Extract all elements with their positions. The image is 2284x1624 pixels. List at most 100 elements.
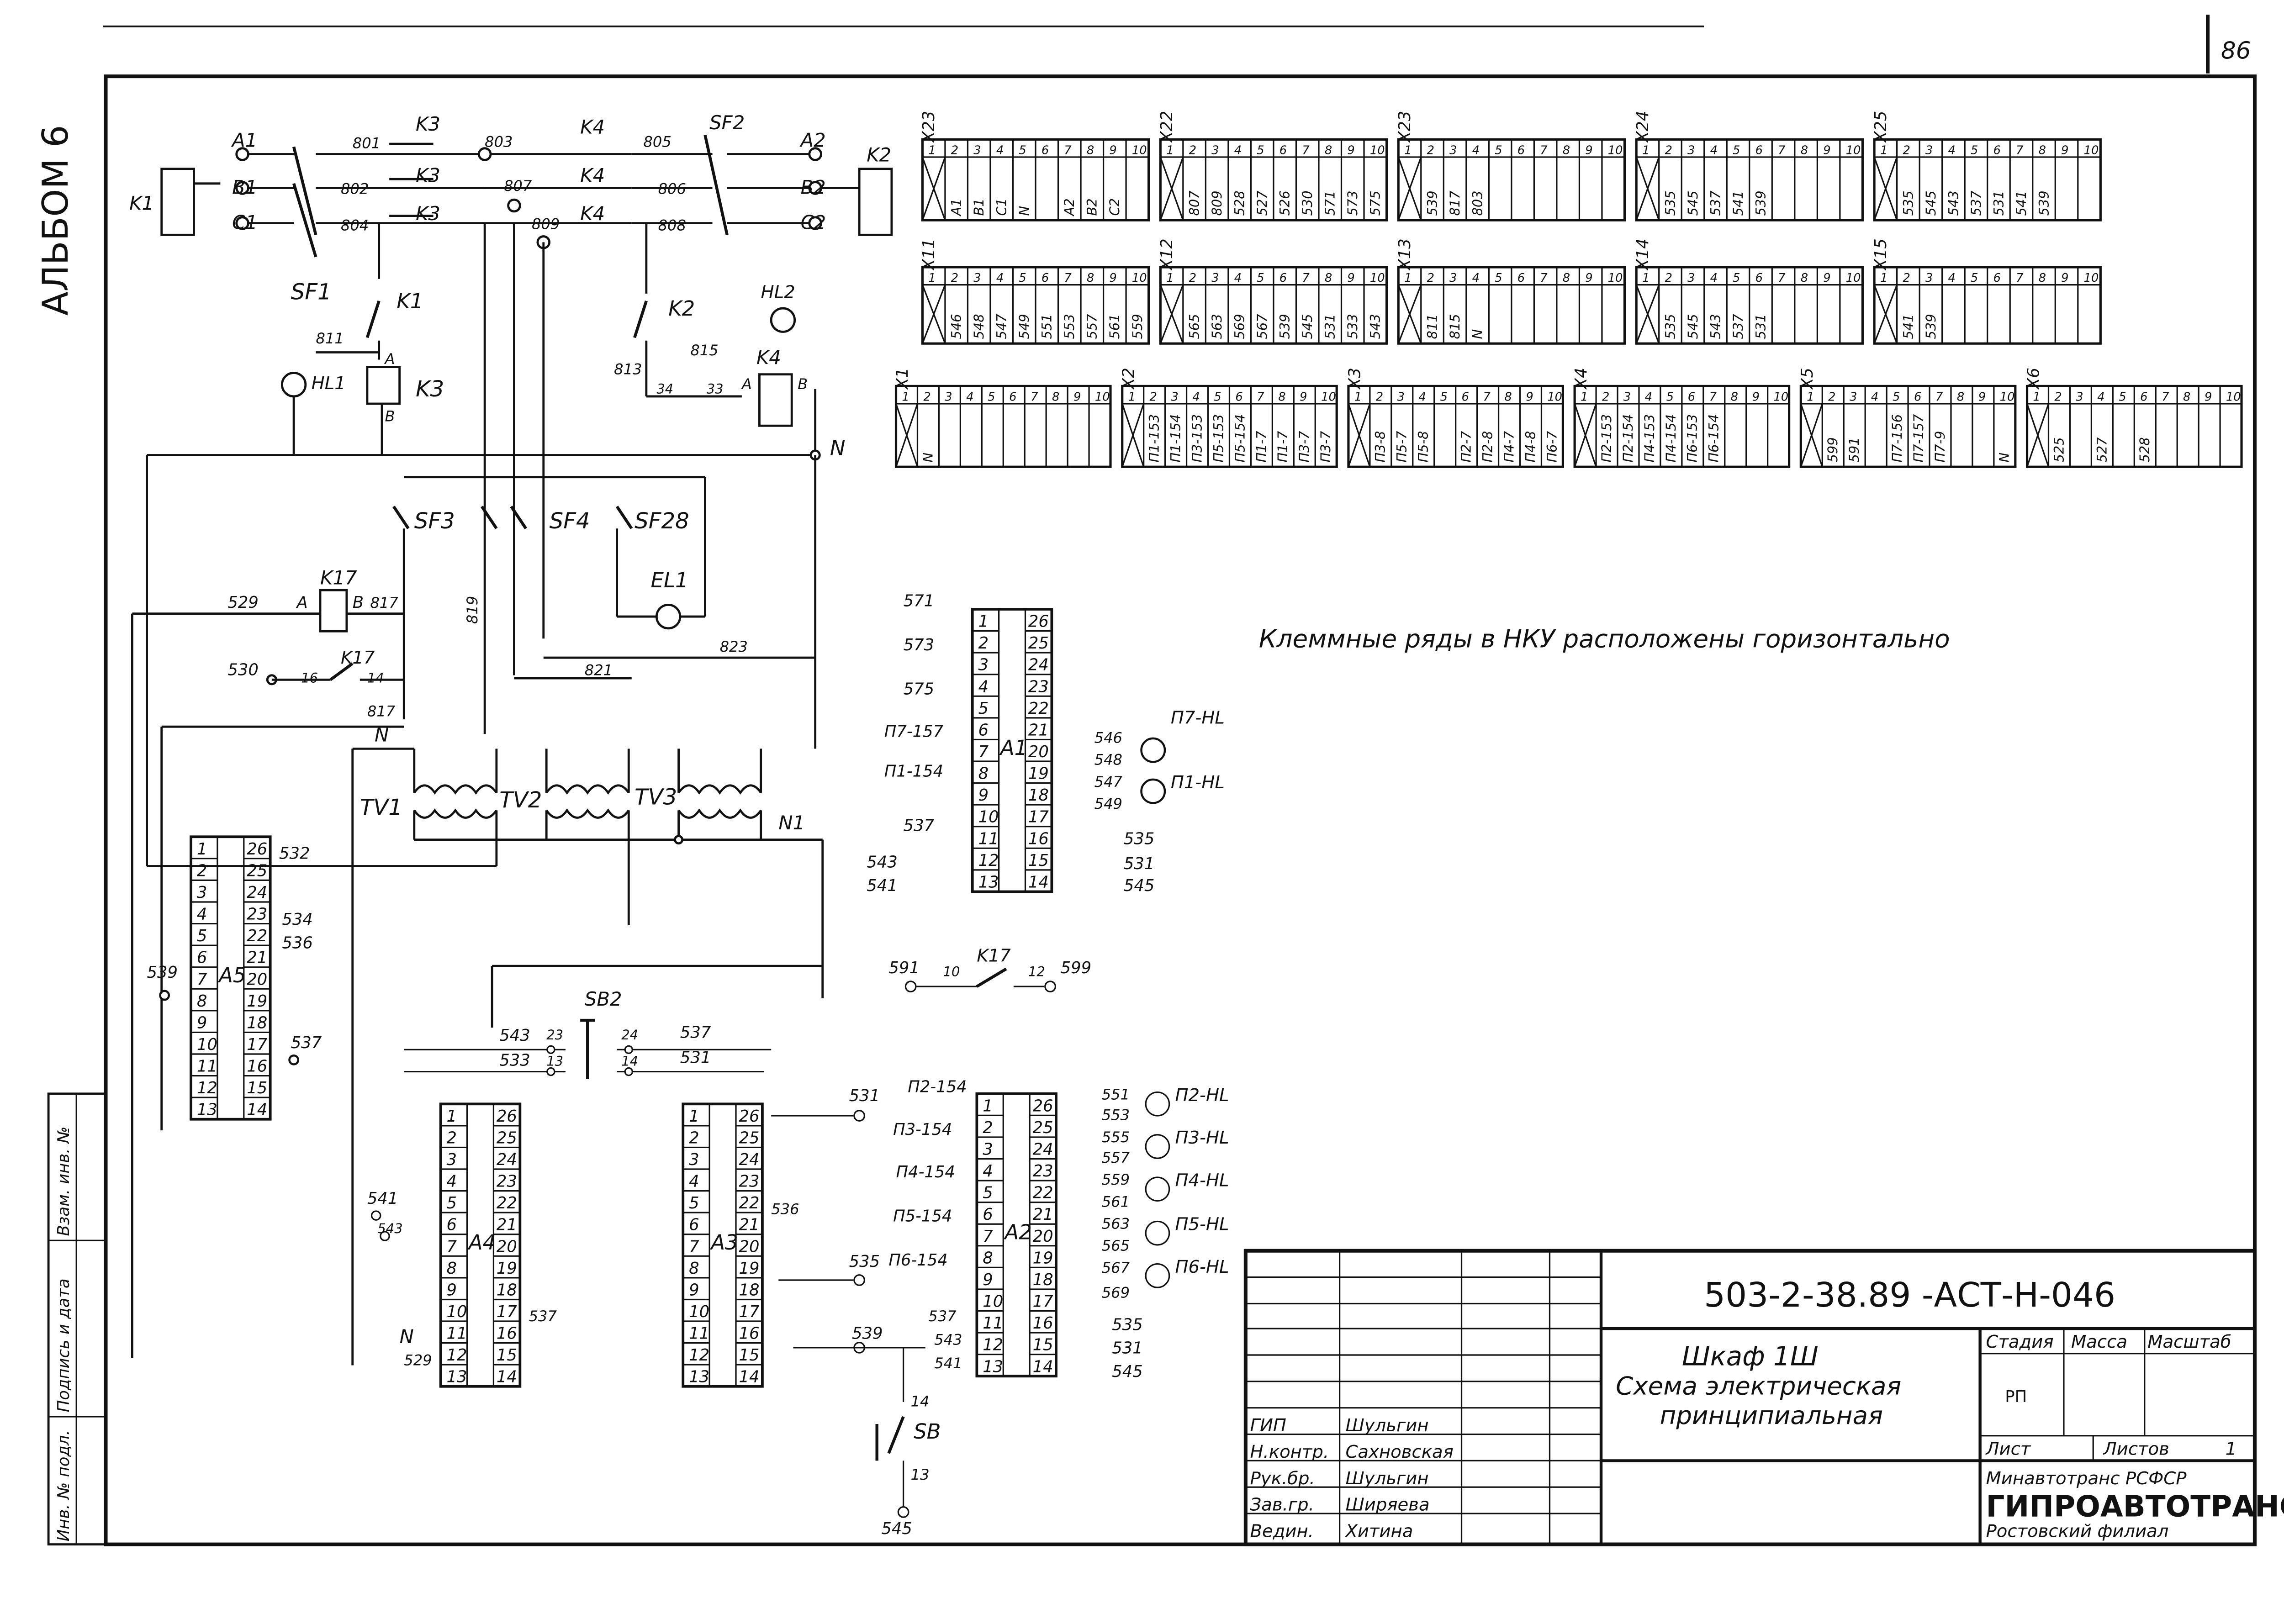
module-pin-left: 5 <box>197 927 207 945</box>
module-pin-left: 3 <box>978 656 989 675</box>
node-803 <box>477 147 492 161</box>
k4-pin-33: 33 <box>707 381 724 396</box>
terminal-block-name: X4 <box>1572 368 1591 390</box>
k3-contact-label-2: K3 <box>416 164 440 187</box>
a5-534: 534 <box>282 910 313 929</box>
module-pin-left: 13 <box>197 1101 217 1119</box>
terminal-block-name: X1 <box>893 368 912 390</box>
p1-hl-label: П1-HL <box>1171 772 1225 793</box>
module-pin-left: 1 <box>983 1097 993 1115</box>
terminal-cell-label: П4-153 <box>1642 414 1657 463</box>
terminal-cell-label: 530 <box>1300 190 1315 216</box>
module-pin-left: 9 <box>689 1281 699 1299</box>
module-pin-left: 10 <box>447 1302 467 1321</box>
module-pin-right: 15 <box>497 1346 517 1365</box>
terminal-number: 5 <box>1214 390 1221 404</box>
k17-pin-14: 14 <box>367 670 384 686</box>
module-pin-left: 12 <box>983 1336 1003 1355</box>
hl1-label: HL1 <box>312 373 346 394</box>
a1-in-575: 575 <box>904 680 935 698</box>
terminal-number: 9 <box>1526 390 1533 404</box>
terminal-cell-label: 559 <box>1130 314 1145 339</box>
terminal-cell-label: П6-7 <box>1544 431 1560 463</box>
terminal-cell-label: 557 <box>1084 314 1100 339</box>
power-section: K1 A1 B1 C1 SF1 801 802 804 K3 K3 K3 <box>129 111 893 1366</box>
module-pin-left: 10 <box>978 808 999 827</box>
terminal-number: 10 <box>1846 144 1861 158</box>
terminal-number: 2 <box>2054 390 2062 404</box>
terminal-number: 7 <box>1064 271 1072 285</box>
terminal-number: 10 <box>1132 271 1147 285</box>
terminal-number: 1 <box>1880 144 1887 158</box>
terminal-cell-label: П4-7 <box>1501 431 1517 463</box>
module-pin-right: 20 <box>247 970 267 989</box>
terminal-block-name: X23 <box>1396 111 1414 143</box>
sb2-537: 537 <box>680 1023 711 1042</box>
p4-hl-label: П4-HL <box>1175 1170 1229 1191</box>
k17-599: 599 <box>1061 959 1092 977</box>
terminal-number: 1 <box>1807 390 1814 404</box>
terminal-cell-label: 575 <box>1368 190 1383 216</box>
module-pin-right: 24 <box>739 1150 759 1169</box>
a3-535: 535 <box>849 1252 880 1271</box>
terminal-cell-label: 543 <box>1708 314 1723 339</box>
p3-hl-lamp <box>1145 1134 1170 1159</box>
module-pin-left: 6 <box>978 721 989 739</box>
module-pin-right: 15 <box>739 1346 759 1365</box>
terminal-number: 3 <box>1449 144 1457 158</box>
terminal-cell-label: 571 <box>1322 190 1338 216</box>
terminal-number: 2 <box>1376 390 1383 404</box>
module-pin-right: 21 <box>1028 721 1049 739</box>
module-pin-left: 11 <box>978 829 999 848</box>
module-pin-left: 7 <box>983 1227 993 1246</box>
module-pin-right: 14 <box>247 1101 267 1119</box>
module-pin-left: 7 <box>978 743 989 761</box>
terminal-number: 7 <box>1935 390 1943 404</box>
terminal-cell-label: П5-153 <box>1211 414 1226 463</box>
terminal-number: 4 <box>1472 271 1480 285</box>
terminal-number: 8 <box>1278 390 1285 404</box>
module-pin-left: 1 <box>197 840 207 859</box>
module-pin-right: 18 <box>497 1281 517 1299</box>
sb2-543: 543 <box>499 1026 530 1045</box>
terminal-cell-label: П5-8 <box>1416 431 1431 463</box>
role-person: Шульгин <box>1345 1415 1428 1436</box>
terminal-block-name: X24 <box>1634 111 1652 143</box>
module-pin-right: 16 <box>739 1324 759 1343</box>
sf28-label: SF28 <box>634 508 689 534</box>
module-pin-left: 2 <box>689 1128 699 1147</box>
sf4-label: SF4 <box>550 508 590 534</box>
terminal-number: 8 <box>1801 271 1808 285</box>
module-pin-left: 1 <box>689 1107 699 1126</box>
terminal-number: 5 <box>1257 144 1264 158</box>
terminal-number: 4 <box>1948 144 1956 158</box>
wire-819: 819 <box>464 596 481 624</box>
terminal-number: 2 <box>1427 144 1434 158</box>
terminal-cell-label: 528 <box>1232 190 1248 216</box>
terminal-cell-label: П1-7 <box>1275 431 1290 463</box>
terminal-number: 2 <box>951 144 958 158</box>
terminal-number: 10 <box>1774 390 1789 404</box>
k2-label: K2 <box>867 144 891 166</box>
terminal-cell-label: 545 <box>1923 190 1939 216</box>
terminal-cell-label: П1-154 <box>1168 414 1183 463</box>
page-number: 86 <box>2221 37 2251 65</box>
terminal-cell-label: A1 <box>949 198 964 216</box>
branch: Ростовский филиал <box>1986 1521 2169 1542</box>
a2-in-541: 541 <box>934 1355 962 1372</box>
terminal-number: 9 <box>2061 144 2068 158</box>
module-pin-right: 26 <box>247 840 267 859</box>
module-pin-left: 2 <box>983 1118 993 1137</box>
side-stamp-inv: Инв. № подл. <box>54 1430 73 1541</box>
terminal-number: 9 <box>1752 390 1760 404</box>
terminal-number: 4 <box>996 144 1004 158</box>
el1-label: EL1 <box>651 568 688 592</box>
terminal-cell-label: 565 <box>1187 314 1202 339</box>
module-pin-right: 25 <box>1033 1118 1053 1137</box>
terminal-number: 5 <box>1440 390 1448 404</box>
doc-code: 503-2-38.89 -АСТ-Н-046 <box>1704 1276 2115 1315</box>
